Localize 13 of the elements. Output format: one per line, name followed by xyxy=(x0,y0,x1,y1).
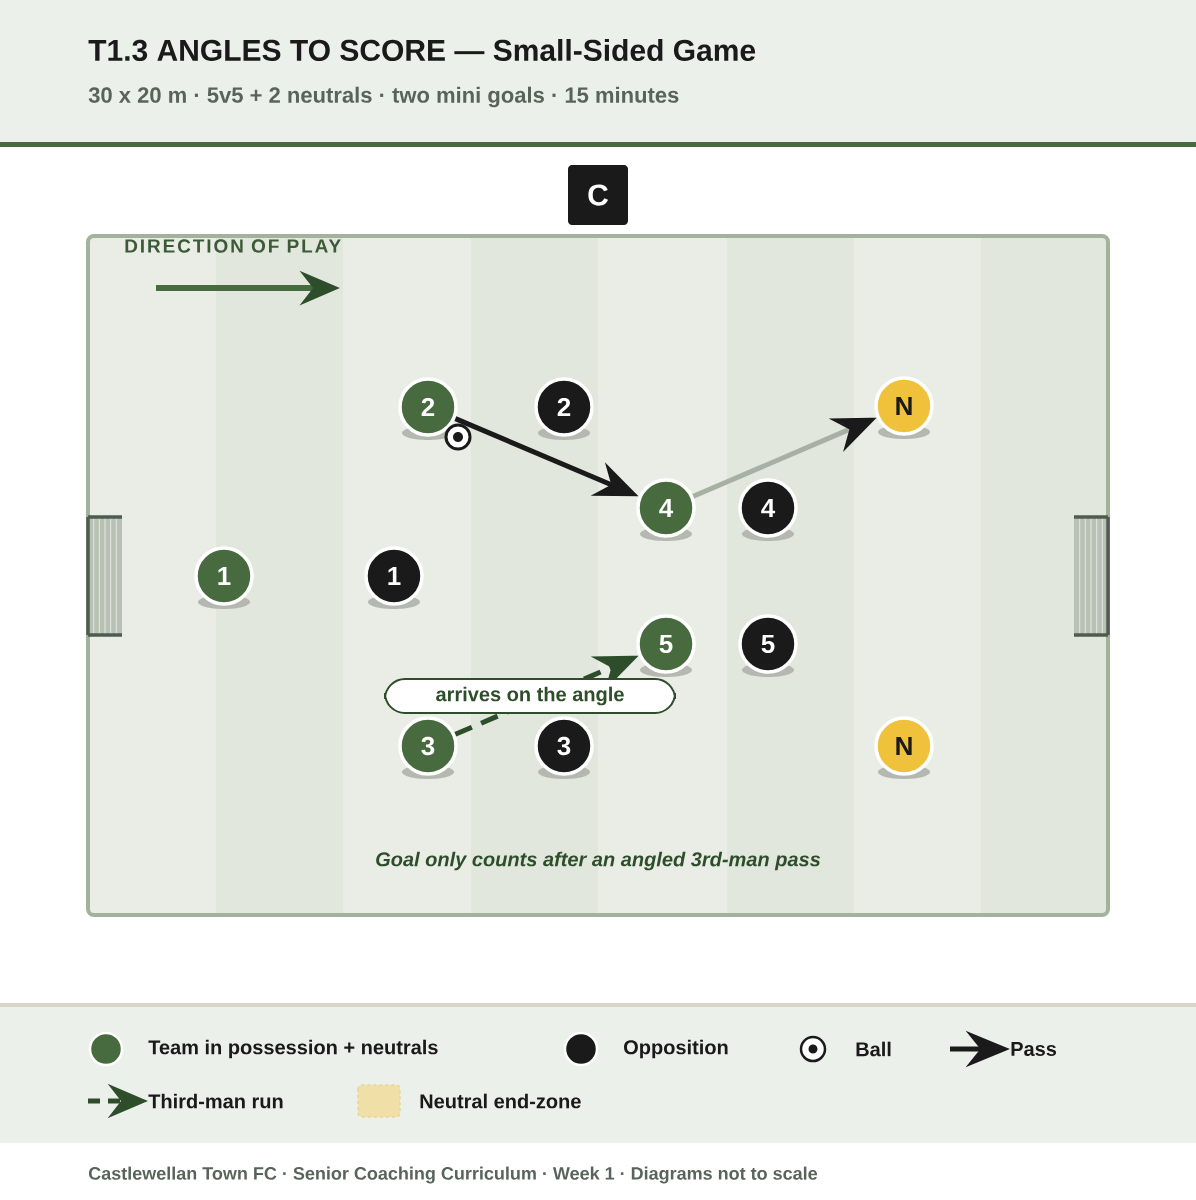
edge-label: arrives on the angle xyxy=(384,678,676,714)
legend-label: Team in possession + neutrals xyxy=(148,1039,438,1059)
subtitle: 30 x 20 m · 5v5 + 2 neutrals · two mini goals · 15 minutes xyxy=(88,86,679,108)
title: T1.3 ANGLES TO SCORE — Small-Sided Game xyxy=(88,38,756,62)
legend-label: Pass xyxy=(1011,1042,1057,1056)
footer: Castlewellan Town FC · Senior Coaching Curriculum · Week 1 · Diagrams not to scale xyxy=(88,1166,818,1184)
direction-label: DIRECTION OF PLAY xyxy=(125,239,341,253)
coach-box: C xyxy=(568,165,628,225)
legend-label: Ball xyxy=(856,1041,891,1057)
legend-label: Neutral end-zone xyxy=(420,1093,581,1109)
legend-label: Opposition xyxy=(624,1039,728,1059)
legend-label: Third-man run xyxy=(148,1093,283,1109)
note: Goal only counts after an angled 3rd-man pass xyxy=(376,851,821,871)
